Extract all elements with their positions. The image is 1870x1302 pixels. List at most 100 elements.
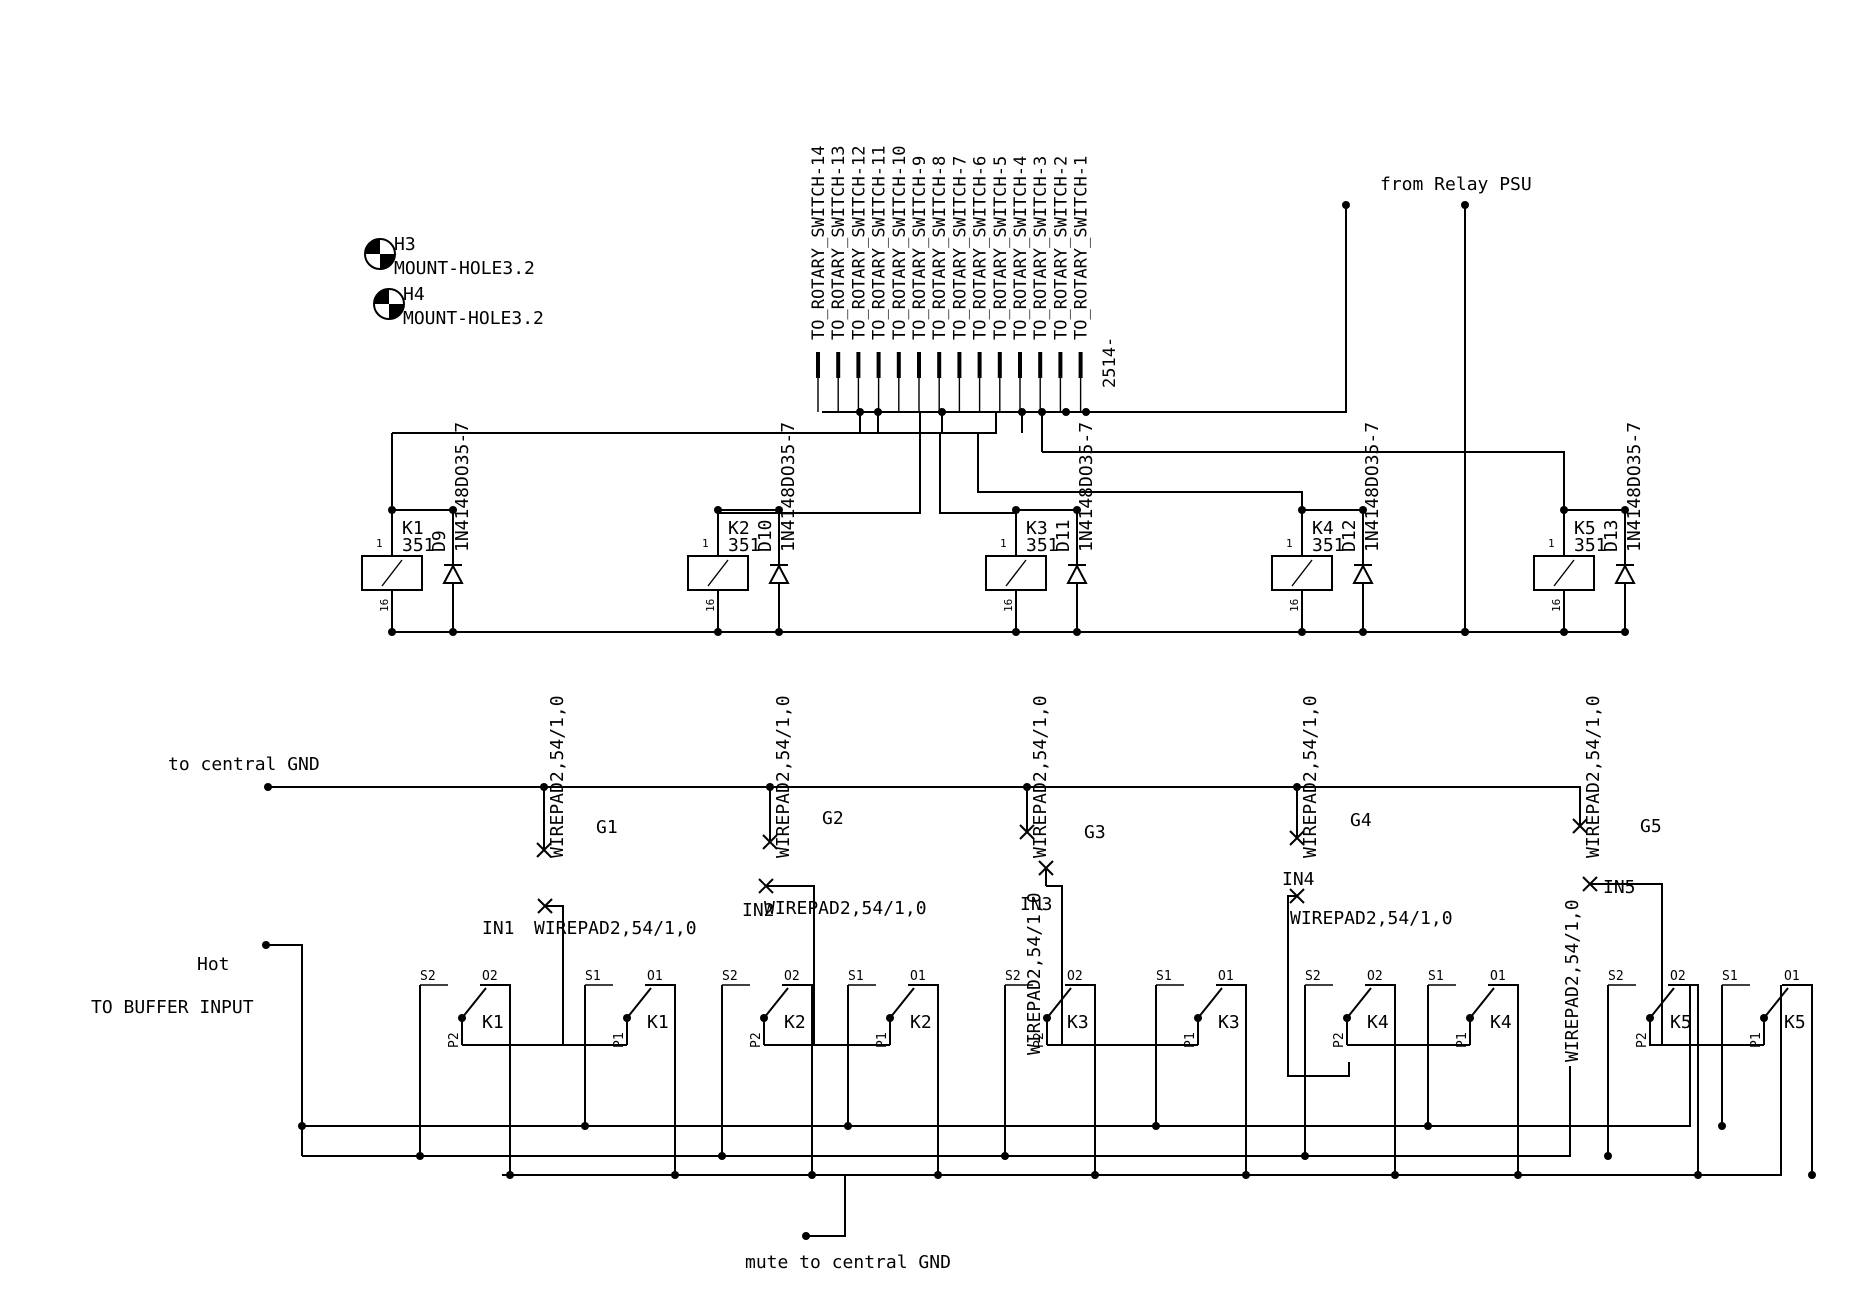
contact-s-label: S1 [585,969,601,984]
rotary-pin-label: TO_ROTARY_SWITCH-1 [1072,156,1092,340]
rotary-pin-label: TO_ROTARY_SWITCH-9 [910,156,930,340]
pad-value: WIREPAD2,54/1,0 [1290,908,1453,929]
relay-value: 351 [1574,535,1607,556]
relay-ref: K2 [728,518,750,539]
mount-hole-h4-value: MOUNT-HOLE3.2 [403,308,544,329]
mute-label: mute to central GND [745,1252,951,1273]
rotary-pin-label: TO_ROTARY_SWITCH-2 [1051,156,1071,340]
diode-value: 1N4148DO35-7 [1076,422,1097,552]
pad-ref: G5 [1640,816,1662,837]
rotary-pin-label: TO_ROTARY_SWITCH-4 [1011,156,1031,340]
diode-value: 1N4148DO35-7 [452,422,473,552]
rotary-pin-label: TO_ROTARY_SWITCH-12 [849,146,869,340]
contact-s-label: S2 [1305,969,1321,984]
rotary-pin: TO_ROTARY_SWITCH-3 [1031,156,1051,412]
relay-pin-16: 16 [378,599,391,612]
pad-value: WIREPAD2,54/1,0 [1583,695,1604,858]
contact-ref: K1 [647,1012,669,1033]
pad-value: WIREPAD2,54/1,0 [547,695,568,858]
relay-value: 351 [1026,535,1059,556]
rotary-pin-label: TO_ROTARY_SWITCH-10 [890,146,910,340]
pad-ref: IN5 [1603,877,1636,898]
relay-pin-16: 16 [1550,599,1563,612]
relay-pin-16: 16 [704,599,717,612]
rotary-pin-label: TO_ROTARY_SWITCH-13 [829,146,849,340]
pad-value: WIREPAD2,54/1,0 [1024,892,1045,1055]
relay-ref: K3 [1026,518,1048,539]
relay-ref: K1 [402,518,424,539]
mount-hole-h4: H4 MOUNT-HOLE3.2 [373,284,544,329]
contact-ref: K3 [1218,1012,1240,1033]
pad-ref: G3 [1084,822,1106,843]
contact-s-label: S2 [1608,969,1624,984]
rotary-pin-label: TO_ROTARY_SWITCH-5 [991,156,1011,340]
contact-p-label: P2 [1332,1032,1347,1048]
mount-hole-h3-ref: H3 [394,234,416,255]
rotary-pin: TO_ROTARY_SWITCH-11 [870,146,890,412]
diode-ref: D10 [755,519,776,552]
relay-pin-1: 1 [702,537,709,550]
pad-cross-icon [1572,818,1588,834]
pad-value: WIREPAD2,54/1,0 [773,695,794,858]
diode-ref: D11 [1053,519,1074,552]
contact-o-label: O1 [1218,969,1234,984]
relay-pin-1: 1 [1548,537,1555,550]
relay-ref: K4 [1312,518,1334,539]
rotary-pin: TO_ROTARY_SWITCH-9 [910,156,930,412]
rotary-pin-label: TO_ROTARY_SWITCH-7 [950,156,970,340]
relay-pin-16: 16 [1288,599,1301,612]
contact-ref: K5 [1670,1012,1692,1033]
contact-ref: K5 [1784,1012,1806,1033]
rotary-pin: TO_ROTARY_SWITCH-14 [809,146,829,412]
rotary-pin-label: TO_ROTARY_SWITCH-3 [1031,156,1051,340]
diode-value: 1N4148DO35-7 [1624,422,1645,552]
mute-net: mute to central GND [745,1175,951,1273]
pad-value: WIREPAD2,54/1,0 [534,918,697,939]
rotary-pin: TO_ROTARY_SWITCH-4 [1011,156,1031,412]
relay-value: 351 [402,535,435,556]
buffer-input-label: TO BUFFER INPUT [91,997,254,1018]
contact-s-label: S1 [1722,969,1738,984]
relay-value: 351 [728,535,761,556]
contact-p-label: P2 [447,1032,462,1048]
contact-p-label: P2 [749,1032,764,1048]
pad-cross-icon [762,834,778,850]
contact-o-label: O2 [1067,969,1083,984]
diode-value: 1N4148DO35-7 [778,422,799,552]
mount-hole-h3-value: MOUNT-HOLE3.2 [394,258,535,279]
relay-value: 351 [1312,535,1345,556]
contact-ref: K1 [482,1012,504,1033]
contact-o-label: O2 [1367,969,1383,984]
rotary-pin: TO_ROTARY_SWITCH-12 [849,146,869,412]
contact-o-label: O1 [647,969,663,984]
pad-value: WIREPAD2,54/1,0 [1030,695,1051,858]
rotary-pin: TO_ROTARY_SWITCH-2 [1051,156,1071,412]
relay-pin-1: 1 [1000,537,1007,550]
contact-p-label: P2 [1032,1032,1047,1048]
hot-input-net: Hot TO BUFFER INPUT [91,941,303,1156]
pad-ref: IN3 [1020,894,1053,915]
pad-value: WIREPAD2,54/1,0 [1562,899,1583,1062]
